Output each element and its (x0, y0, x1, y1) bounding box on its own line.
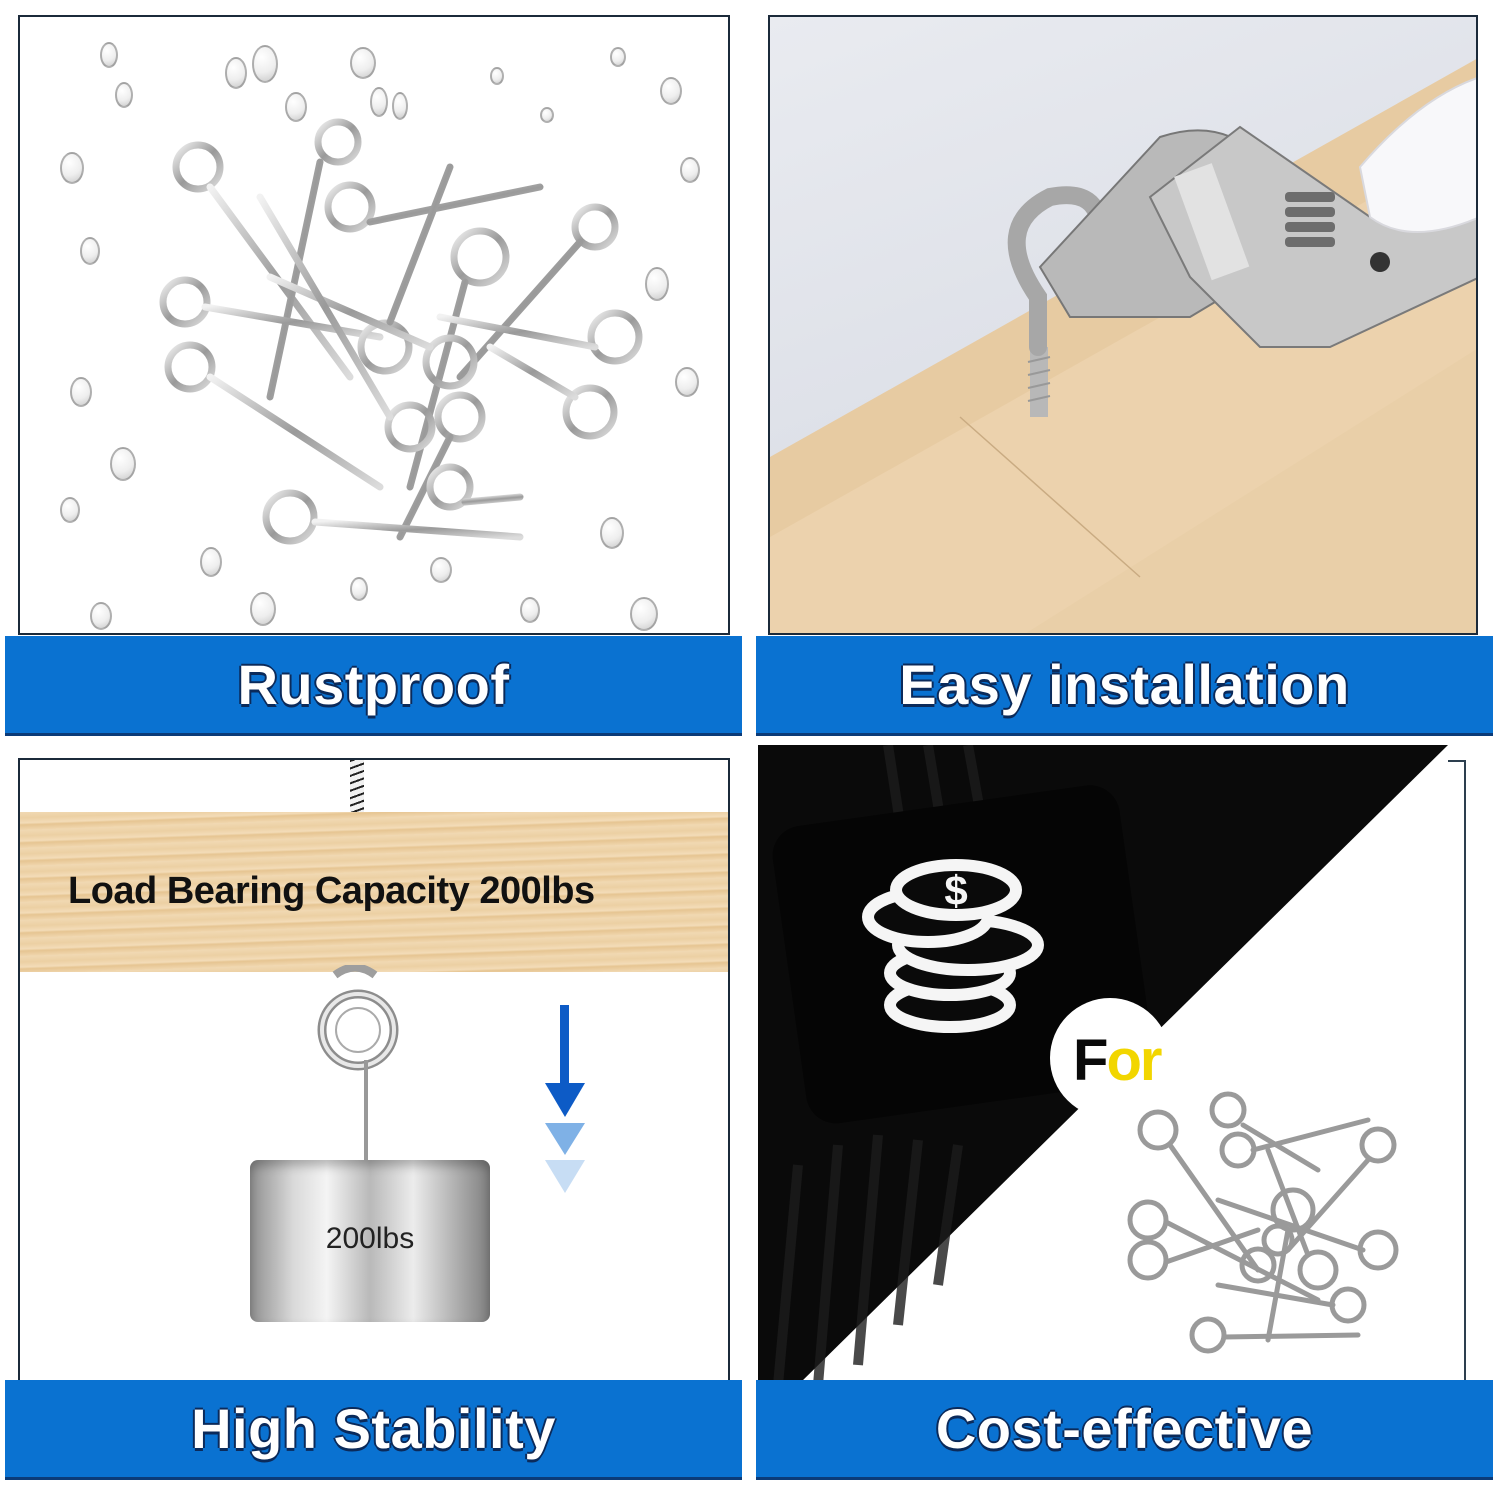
for-badge-text: For (1073, 1028, 1162, 1093)
stability-image-panel: Load Bearing Capacity 200lbs 200lbs (18, 758, 730, 1383)
installation-banner: Easy installation (756, 636, 1493, 736)
cost-label: Cost-effective (935, 1397, 1314, 1460)
cost-banner: Cost-effective (756, 1380, 1493, 1480)
wood-beam-label: Load Bearing Capacity 200lbs (68, 870, 595, 912)
eye-screws-pile (159, 118, 643, 545)
installation-label: Easy installation (899, 653, 1350, 716)
wood-beam (20, 812, 728, 972)
stability-banner: High Stability (5, 1380, 742, 1480)
rustproof-label: Rustproof (237, 653, 510, 716)
stability-label: High Stability (191, 1397, 556, 1460)
eye-screw-hanger (317, 965, 399, 1165)
coin-stack-icon: $ (862, 859, 1044, 1033)
for-badge (1050, 998, 1170, 1118)
rustproof-banner: Rustproof (5, 636, 742, 736)
weight-block: 200lbs (250, 1160, 490, 1322)
wrench-and-wood-illustration (770, 59, 1476, 633)
rustproof-image-panel (18, 15, 730, 635)
dollar-sign: $ (944, 867, 967, 914)
screw-thread-top (350, 760, 364, 812)
weight-label: 200lbs (325, 1222, 415, 1255)
installation-image-panel (768, 15, 1478, 635)
eye-screws-product (1127, 1091, 1399, 1354)
down-arrow-icon (545, 1005, 585, 1193)
cost-image-panel: $ For (758, 745, 1500, 1385)
